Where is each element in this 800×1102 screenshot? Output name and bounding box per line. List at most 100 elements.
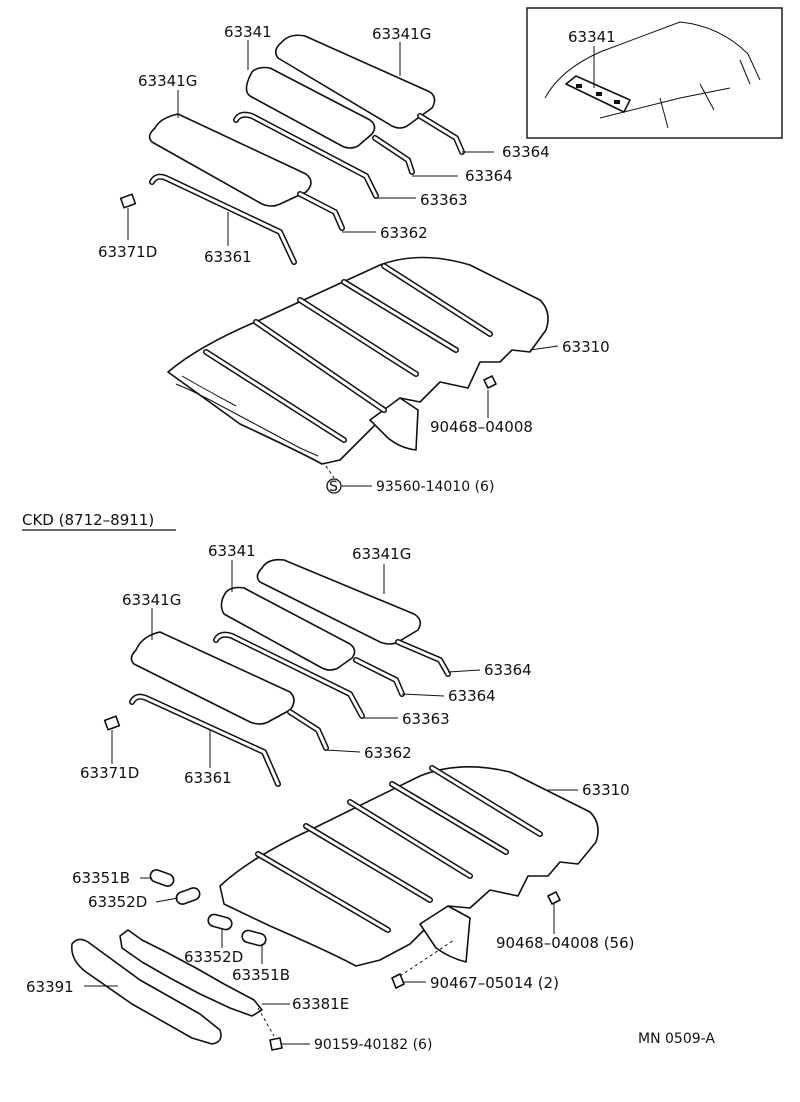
top-rail-63364-a-inner (418, 114, 464, 154)
bottom-label-63341g-left: 63341G (122, 591, 181, 609)
top-label-90468: 90468–04008 (430, 418, 533, 436)
bottom-clip-90467 (391, 973, 405, 989)
top-label-63364-a: 63364 (502, 143, 550, 161)
bottom-label-63363: 63363 (402, 710, 450, 728)
bottom-label-63362: 63362 (364, 744, 412, 762)
inset-pillar-b (699, 83, 715, 111)
bottom-pad-63351b-a (149, 869, 175, 887)
inset-label-63341: 63341 (568, 28, 616, 46)
top-rib-3-inner (298, 298, 418, 376)
top-label-63341g-left: 63341G (138, 72, 197, 90)
bottom-header-63381e (119, 929, 263, 1017)
bottom-clip-90468 (547, 891, 561, 905)
top-label-63362: 63362 (380, 224, 428, 242)
top-panel-63341g-left (148, 113, 312, 207)
bottom-label-63381e: 63381E (292, 995, 349, 1013)
bottom-label-63341: 63341 (208, 542, 256, 560)
bottom-rail-63364-a-inner (396, 640, 450, 676)
top-rail-63362-inner (298, 192, 344, 230)
bottom-rail-63362-inner (288, 710, 328, 750)
bottom-label-90468: 90468–04008 (56) (496, 934, 635, 952)
top-assembly: 63341 63341G 63341G 63364 63364 63363 63… (98, 23, 610, 495)
bottom-label-63371d: 63371D (80, 764, 139, 782)
inset-mark-2 (596, 92, 602, 96)
bottom-label-63364-a: 63364 (484, 661, 532, 679)
inset-roof-outline (544, 21, 761, 99)
top-rib-5-inner (382, 264, 492, 336)
top-label-93560: 93560-14010 (6) (376, 479, 494, 495)
bottom-rail-63361-inner (130, 695, 280, 786)
top-rib-1-inner (204, 350, 346, 442)
top-rib-2-inner (254, 320, 386, 412)
top-header-detail-2 (181, 375, 237, 407)
bottom-label-63364-b: 63364 (448, 687, 496, 705)
bottom-screw-90159-line (257, 1007, 275, 1037)
bottom-pad-63351b-b (241, 929, 267, 947)
top-rail-63361-inner (150, 175, 296, 264)
bottom-rib-4-inner (390, 782, 508, 854)
top-label-63371d: 63371D (98, 243, 157, 261)
bottom-panel-63341g-left (130, 631, 295, 725)
top-header-detail (175, 383, 319, 457)
top-label-63363: 63363 (420, 191, 468, 209)
inset-pillar-a (659, 97, 669, 129)
bottom-label-63361: 63361 (184, 769, 232, 787)
bottom-pad-63352d-a (175, 887, 201, 905)
bottom-label-63352d-a: 63352D (88, 893, 147, 911)
top-label-63341g-right: 63341G (372, 25, 431, 43)
bottom-rail-63362 (287, 709, 329, 751)
bottom-roof-63310 (219, 766, 599, 967)
bottom-rail-63363-inner (214, 633, 364, 718)
bottom-trim-63391 (70, 938, 222, 1045)
bottom-roof-side (419, 905, 471, 963)
top-screw-line (325, 465, 335, 479)
top-label-63361: 63361 (204, 248, 252, 266)
bottom-pad-63352d-b (207, 913, 233, 931)
top-label-63310: 63310 (562, 338, 610, 356)
bottom-panel-63341 (220, 586, 356, 671)
top-label-63364-b: 63364 (465, 167, 513, 185)
top-clip-63371d (119, 193, 137, 209)
inset-frame (526, 7, 783, 139)
bottom-label-63310: 63310 (582, 781, 630, 799)
bottom-leader-63362 (325, 749, 361, 753)
bottom-label-63351b-a: 63351B (72, 869, 130, 887)
inset-pillar-c (739, 59, 751, 85)
bottom-rib-5-inner (430, 766, 542, 836)
bottom-rib-2-inner (304, 824, 432, 902)
bottom-rib-3-inner (348, 800, 472, 878)
inset-mark-1 (576, 84, 582, 88)
bottom-leader-63364-a (447, 669, 481, 673)
top-clip-90468 (483, 375, 497, 389)
top-roof-side (369, 397, 419, 451)
inset-view: 63341 (526, 7, 783, 139)
bottom-clip-63371d (103, 715, 121, 731)
bottom-label-90159: 90159-40182 (6) (314, 1037, 432, 1053)
bottom-label-63352d-b: 63352D (184, 948, 243, 966)
bottom-screw-90159 (269, 1037, 283, 1051)
bottom-label-63351b-b: 63351B (232, 966, 290, 984)
top-panel-63341 (245, 66, 376, 149)
bottom-panel-63341g-right (256, 558, 422, 645)
bottom-label-63341g-right: 63341G (352, 545, 411, 563)
bottom-leader-63364-b (401, 693, 445, 697)
top-leader-63310 (529, 345, 559, 351)
inset-mark-3 (614, 100, 620, 104)
top-screw-93560 (326, 478, 342, 494)
top-rail-63364-b-inner (373, 136, 414, 174)
bottom-rib-1-inner (256, 852, 390, 932)
top-screw-symbol: S (329, 479, 338, 495)
bottom-leader-63352d-a (155, 897, 179, 903)
inset-roof-outline-2 (599, 87, 731, 119)
footer-code: MN 0509-A (638, 1031, 715, 1047)
bottom-label-63391: 63391 (26, 978, 74, 996)
bottom-assembly: 63341 63341G 63341G 63364 63364 63363 63… (26, 542, 635, 1053)
section-title: CKD (8712–8911) (22, 511, 154, 529)
top-rib-4-inner (342, 280, 458, 352)
top-rail-63363-inner (234, 113, 378, 198)
bottom-clip-90467-line (399, 939, 455, 977)
bottom-rail-63364-b-inner (354, 658, 404, 696)
bottom-label-90467: 90467–05014 (2) (430, 974, 559, 992)
top-label-63341: 63341 (224, 23, 272, 41)
